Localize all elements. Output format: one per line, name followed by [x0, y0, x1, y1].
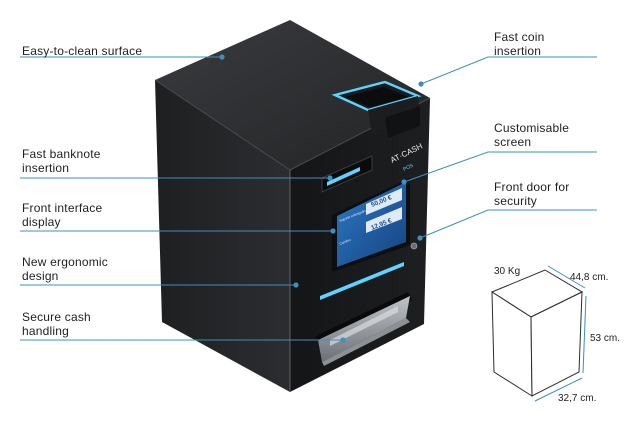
touch-screen: 50,00 € 12,95 € Importe entregado Cambio — [332, 178, 410, 272]
weight-label: 30 Kg — [494, 266, 521, 277]
label-easy-clean: Easy-to-clean surface — [22, 44, 143, 58]
height-label: 53 cm. — [590, 333, 621, 344]
label-secure-cash: Secure cash handling — [22, 310, 91, 338]
label-banknote-insertion: Fast banknote insertion — [22, 147, 101, 175]
svg-text:Cambio: Cambio — [339, 238, 351, 246]
coin-hopper — [331, 80, 422, 138]
banknote-slot — [321, 155, 373, 193]
svg-text:POS: POS — [402, 162, 415, 172]
machine-side — [155, 80, 290, 392]
width-label: 32,7 cm. — [558, 393, 597, 404]
dimension-arrows — [534, 265, 587, 402]
depth-label: 44,8 cm. — [570, 272, 609, 283]
dimension-box — [490, 269, 584, 397]
label-customisable-screen: Customisable screen — [494, 121, 570, 149]
callout-lines — [20, 54, 597, 343]
glow-strip — [320, 262, 404, 300]
door-lock — [410, 242, 418, 250]
label-front-interface: Front interface display — [22, 201, 103, 229]
cash-tray — [316, 292, 412, 366]
label-ergonomic-design: New ergonomic design — [22, 255, 108, 283]
label-front-door: Front door for security — [494, 180, 570, 208]
label-coin-insertion: Fast coin insertion — [494, 30, 545, 58]
